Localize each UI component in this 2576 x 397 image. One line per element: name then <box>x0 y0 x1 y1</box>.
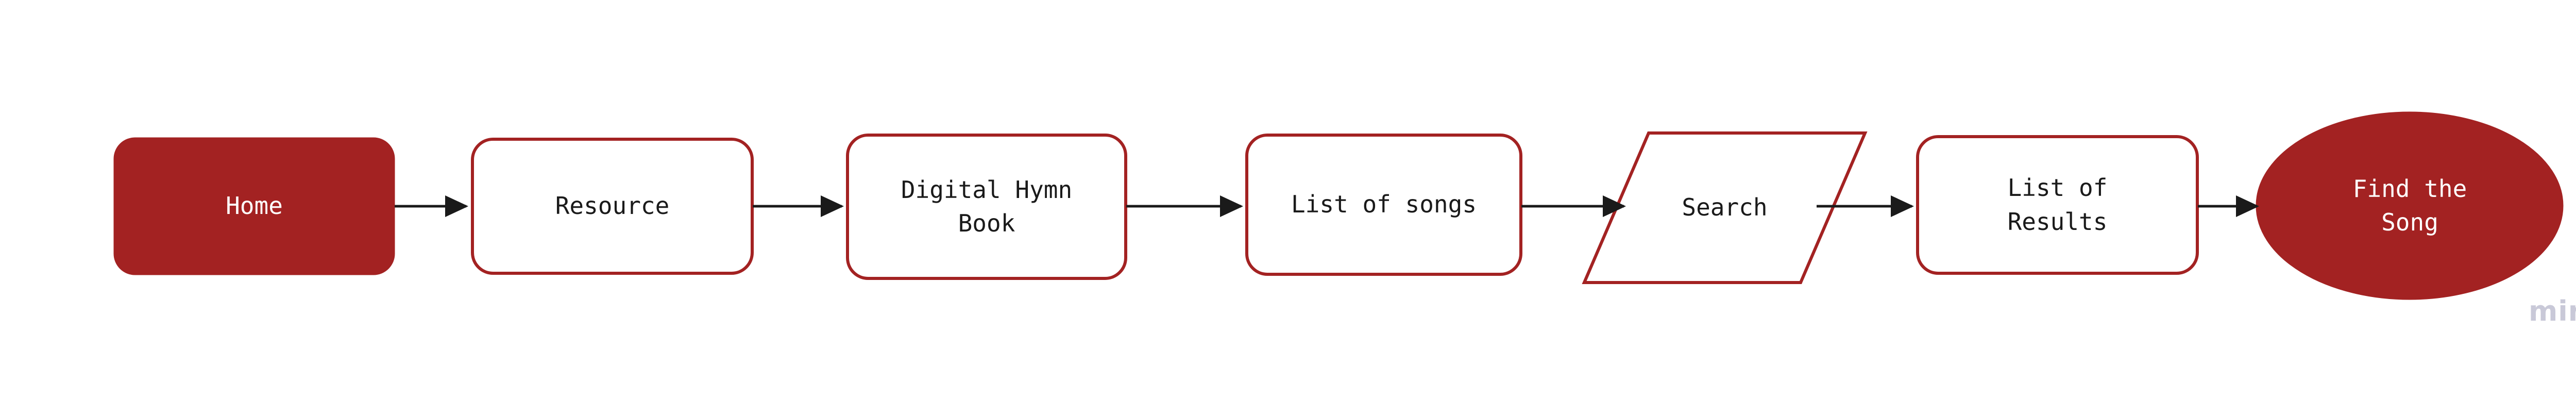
node-shape-search[interactable] <box>1582 131 1868 284</box>
miro-watermark: miro <box>2529 295 2576 327</box>
node-shape-resource[interactable] <box>471 138 754 275</box>
node-shape-list-of-results[interactable] <box>1916 135 2199 275</box>
node-shapes <box>113 111 2564 300</box>
node-shape-home[interactable] <box>113 137 395 275</box>
node-shape-list-of-songs[interactable] <box>1245 134 1522 276</box>
node-shape-digital-hymn-book[interactable] <box>846 134 1127 280</box>
node-shape-find-the-song[interactable] <box>2256 111 2564 300</box>
